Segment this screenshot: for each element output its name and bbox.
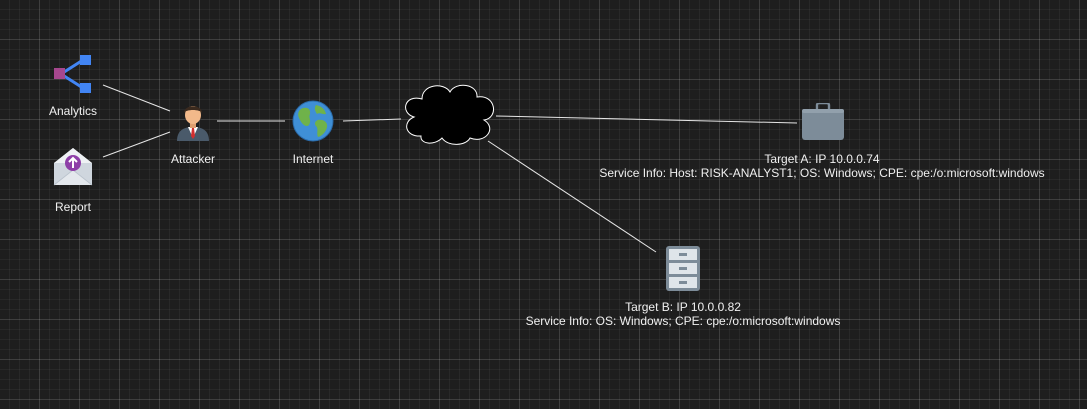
target-b-title: Target B: IP 10.0.0.82 (625, 300, 741, 314)
file-cabinet-icon (666, 246, 700, 291)
target-a-label: Target A: IP 10.0.0.74 Service Info: Hos… (582, 152, 1062, 180)
analytics-icon (54, 55, 91, 93)
target-a-title: Target A: IP 10.0.0.74 (764, 152, 880, 166)
person-icon (177, 106, 209, 141)
edge-report-attacker (102, 131, 171, 158)
internet-label: Internet (292, 152, 334, 166)
attacker-label: Attacker (170, 152, 215, 166)
target-a-service-info: Service Info: Host: RISK-ANALYST1; OS: W… (599, 166, 1045, 180)
briefcase-icon (802, 103, 844, 140)
analytics-label: Analytics (48, 104, 98, 118)
globe-icon (292, 100, 334, 142)
edge-cloud-target-a (495, 115, 798, 124)
report-label: Report (54, 200, 92, 214)
edge-analytics-attacker (102, 84, 171, 112)
cloud-icon (405, 84, 494, 145)
edge-cloud-target-b (487, 140, 657, 253)
target-b-label: Target B: IP 10.0.0.82 Service Info: OS:… (503, 300, 863, 328)
target-b-service-info: Service Info: OS: Windows; CPE: cpe:/o:m… (525, 314, 841, 328)
edge-internet-cloud (342, 118, 402, 122)
envelope-upload-icon (53, 148, 93, 186)
